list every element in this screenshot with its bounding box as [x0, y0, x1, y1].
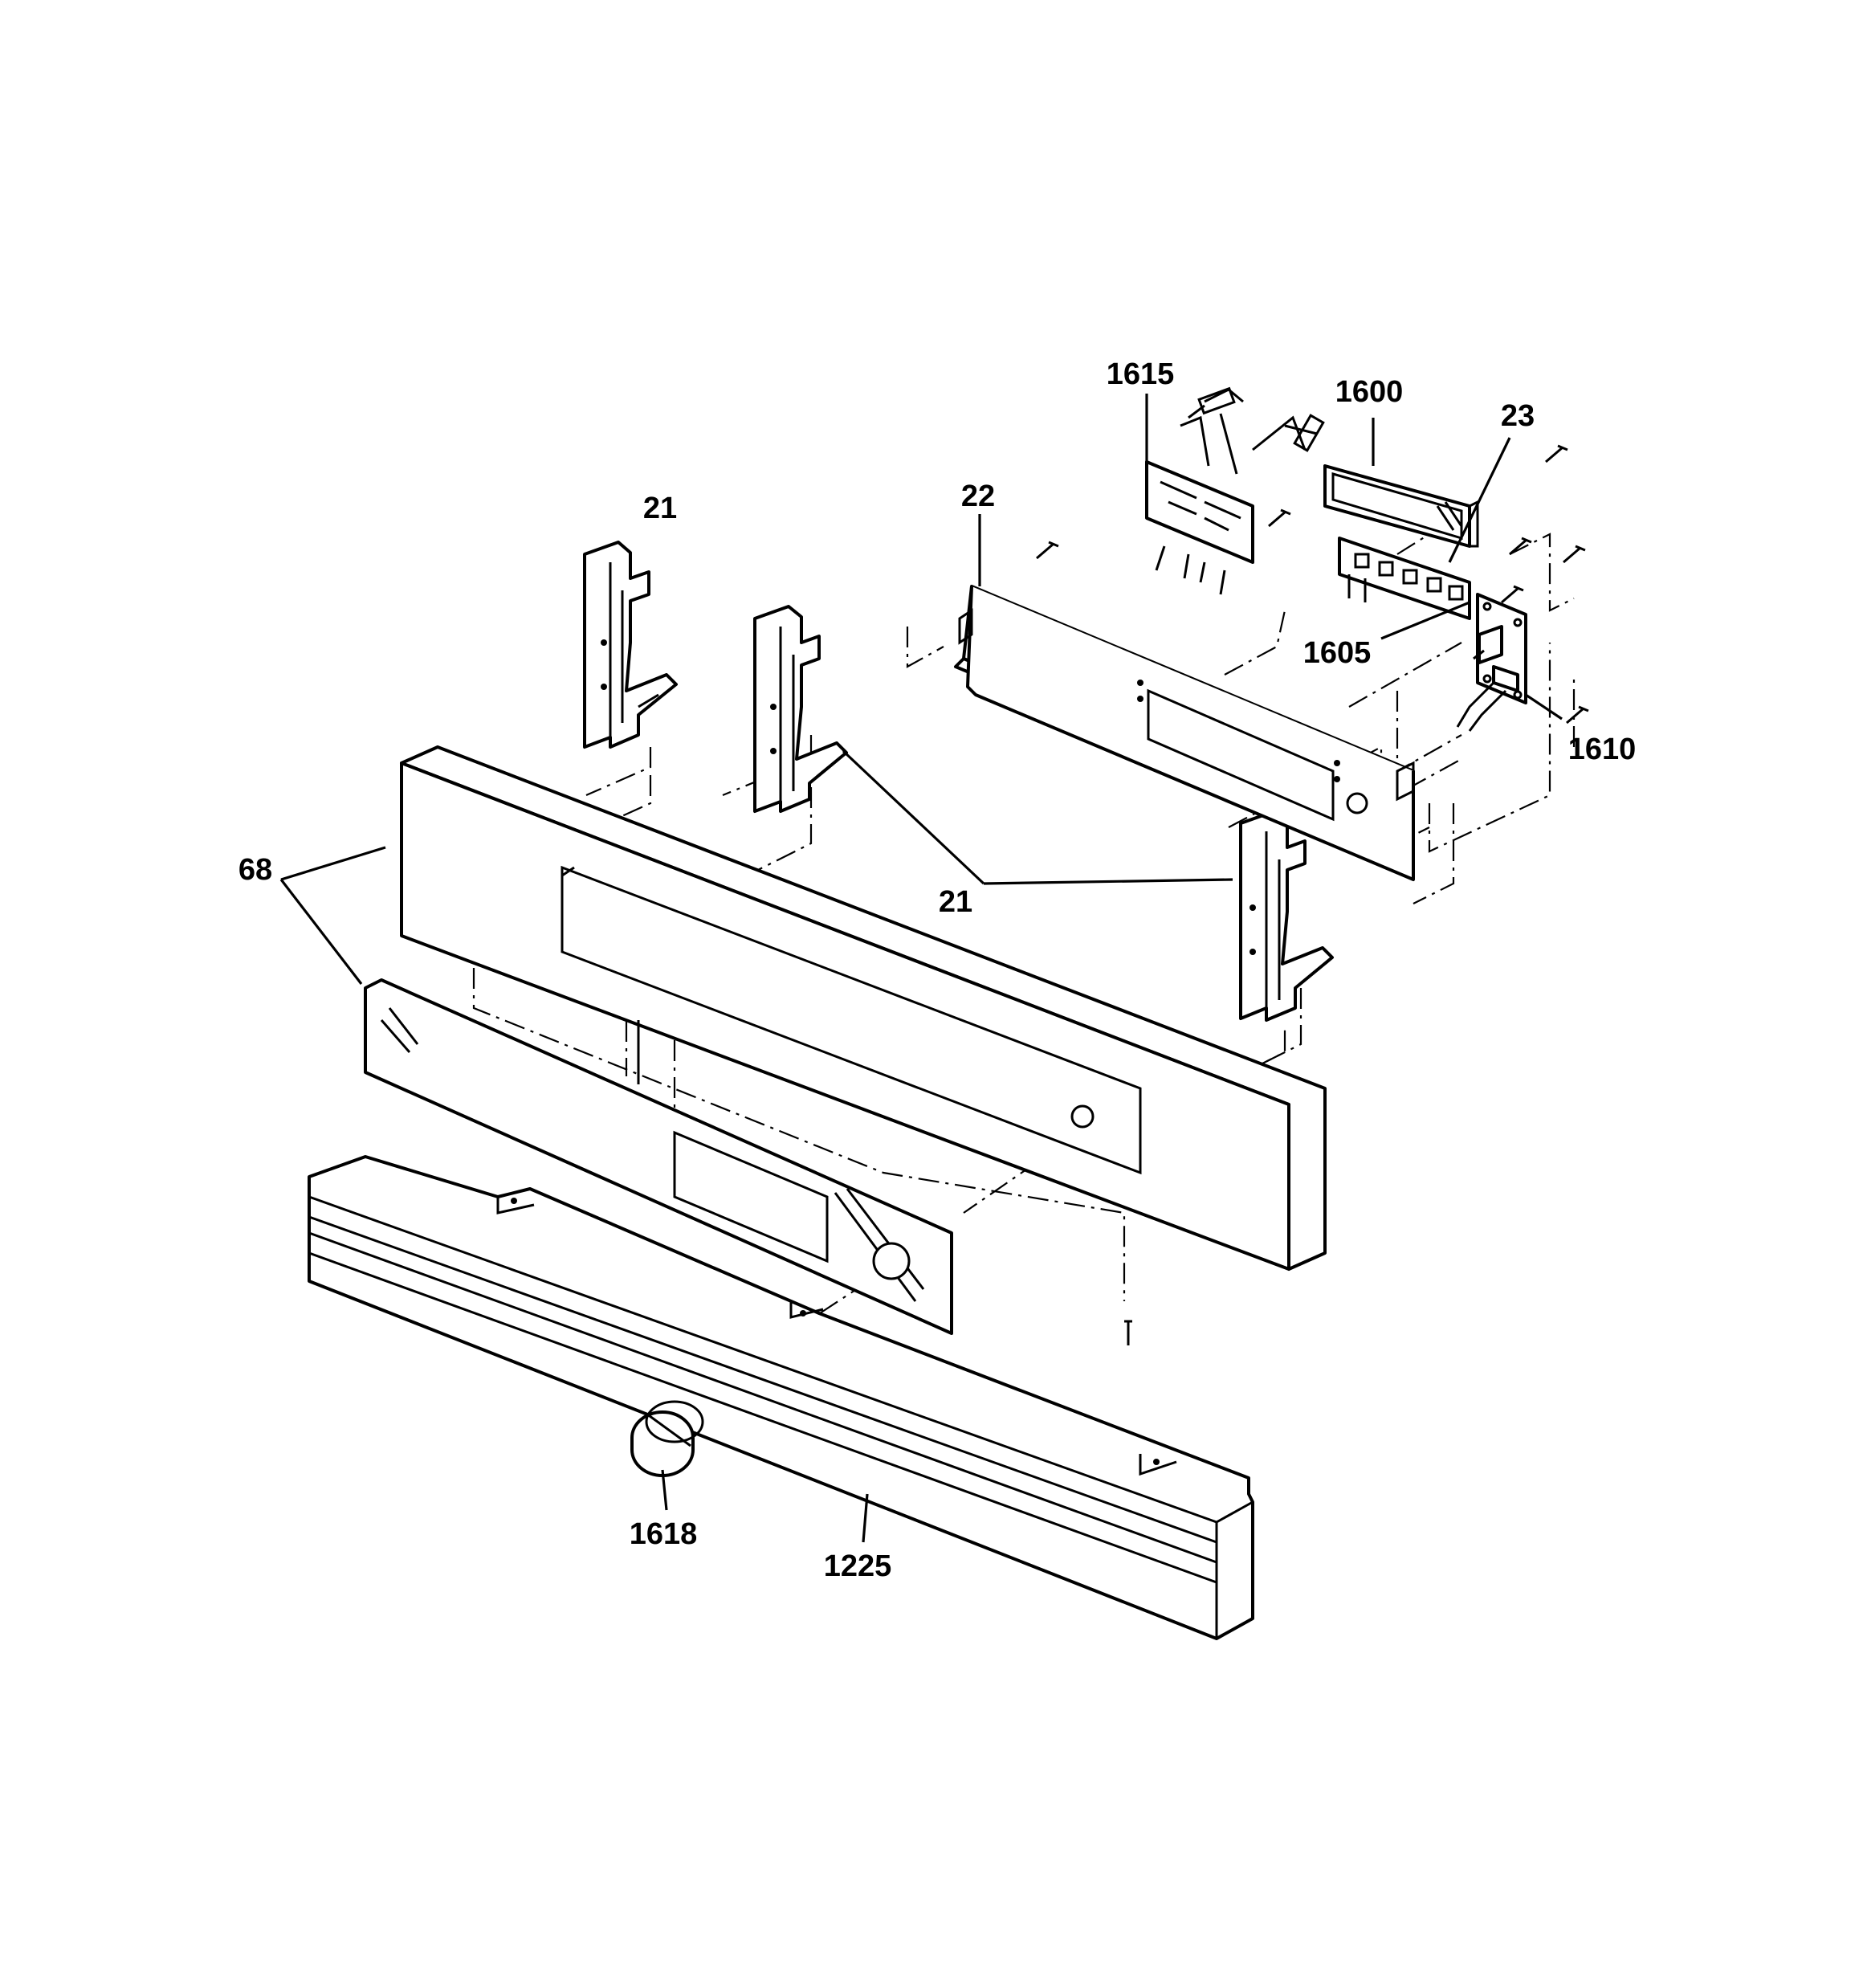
display-board-1600	[1323, 464, 1479, 548]
encoder-board-1610	[1456, 593, 1527, 732]
callout-21-mid: 21	[939, 885, 972, 919]
callout-1225: 1225	[824, 1549, 892, 1583]
callout-labels: 1615 1600 23 21 22 1605 1610 68 21 1618 …	[238, 357, 1636, 1583]
callout-1610: 1610	[1568, 733, 1637, 766]
screws	[1036, 444, 1589, 1345]
glass-68	[364, 978, 953, 1335]
callout-1600: 1600	[1335, 375, 1404, 409]
screw	[1124, 1320, 1132, 1345]
bracket-21-right	[1239, 810, 1334, 1022]
keypad-board-1605	[1338, 537, 1471, 620]
callout-68: 68	[238, 853, 272, 887]
vent-trim-1225	[308, 1155, 1254, 1640]
harness-board-1615	[1145, 386, 1325, 595]
callout-1605: 1605	[1303, 636, 1372, 670]
callout-1618: 1618	[630, 1517, 698, 1551]
screw	[1501, 585, 1524, 604]
bracket-21-mid	[753, 605, 848, 813]
screw	[1268, 508, 1291, 528]
screw	[1563, 545, 1586, 564]
screw-23	[1545, 444, 1568, 463]
control-panel-68	[400, 745, 1327, 1271]
callout-21-top: 21	[643, 492, 677, 525]
leader-lines	[279, 394, 1563, 1543]
knob-1618	[630, 1400, 704, 1477]
callout-22: 22	[961, 480, 995, 513]
screw	[1036, 541, 1059, 560]
callout-23: 23	[1501, 399, 1535, 433]
screw	[1509, 537, 1532, 556]
callout-1615: 1615	[1107, 357, 1175, 391]
bracket-21-left	[583, 541, 678, 749]
back-panel-22	[954, 585, 1415, 881]
screw	[1566, 705, 1589, 725]
